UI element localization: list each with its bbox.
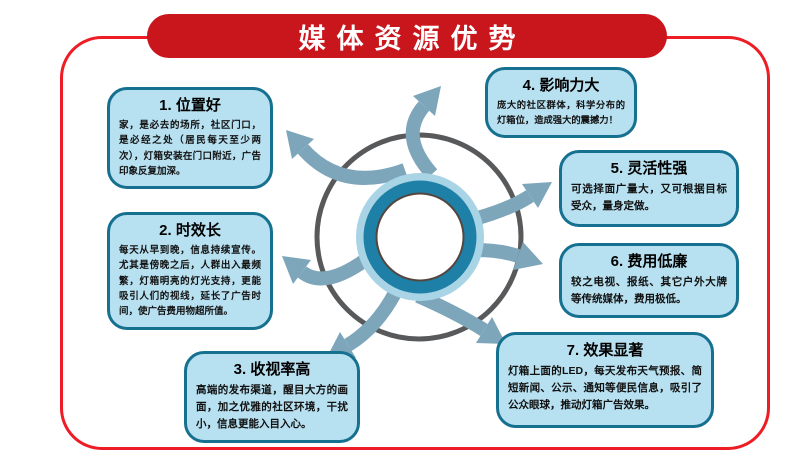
title-banner: 媒体资源优势 — [147, 14, 667, 58]
advantage-title: 3. 收视率高 — [233, 361, 311, 378]
advantage-body: 可选择面广量大，又可根据目标受众，量身定做。 — [571, 182, 727, 212]
advantage-body: 家，是必去的场所，社区门口，是必经之处（居民每天至少两次），灯箱安装在门口附近，… — [119, 119, 261, 177]
advantage-body: 每天从早到晚，信息持续宣传。尤其是傍晚之后，人群出入最频繁，灯箱明亮的灯光支持，… — [119, 244, 261, 318]
advantage-box-2: 2. 时效长 每天从早到晚，信息持续宣传。尤其是傍晚之后，人群出入最频繁，灯箱明… — [107, 212, 273, 330]
page-title: 媒体资源优势 — [298, 23, 527, 54]
advantage-box-7: 7. 效果显著 灯箱上面的LED，每天发布天气预报、简短新闻、公示、通知等便民信… — [496, 332, 714, 428]
advantage-title: 7. 效果显著 — [566, 342, 644, 359]
radial-arrow-to-box-4-icon — [405, 86, 441, 179]
advantage-body: 较之电视、报纸、其它户外大牌等传统媒体，费用极低。 — [571, 275, 727, 305]
advantage-body: 灯箱上面的LED，每天发布天气预报、简短新闻、公示、通知等便民信息，吸引了公众眼… — [508, 364, 702, 411]
advantage-box-1: 1. 位置好 家，是必去的场所，社区门口，是必经之处（居民每天至少两次），灯箱安… — [107, 87, 273, 190]
radial-arrow-to-box-2-icon — [282, 252, 373, 286]
advantage-box-6: 6. 费用低廉 较之电视、报纸、其它户外大牌等传统媒体，费用极低。 — [559, 243, 739, 318]
advantage-title: 2. 时效长 — [159, 222, 221, 239]
advantage-box-5: 5. 灵活性强 可选择面广量大，又可根据目标受众，量身定做。 — [559, 150, 739, 227]
advantage-title: 6. 费用低廉 — [610, 253, 688, 270]
advantage-box-3: 3. 收视率高 高端的发布渠道，醒目大方的画面，加之优雅的社区环境，干扰小，信息… — [184, 351, 360, 443]
advantage-title: 1. 位置好 — [159, 97, 221, 114]
radial-arrow-to-box-1-icon — [286, 130, 408, 185]
radial-arrow-to-box-5-icon — [476, 182, 552, 225]
hub-rings-icon — [356, 173, 484, 301]
advantage-body: 高端的发布渠道，醒目大方的画面，加之优雅的社区环境，干扰小，信息更能入目入心。 — [196, 383, 348, 430]
advantage-title: 5. 灵活性强 — [610, 160, 688, 177]
advantage-box-4: 4. 影响力大 庞大的社区群体，科学分布的灯箱位，造成强大的震撼力！ — [485, 67, 637, 138]
radial-arrow-to-box-3-icon — [326, 289, 402, 359]
advantage-body: 庞大的社区群体，科学分布的灯箱位，造成强大的震撼力！ — [497, 99, 625, 125]
advantage-title: 4. 影响力大 — [522, 77, 600, 94]
radial-arrow-to-box-6-icon — [475, 242, 543, 270]
